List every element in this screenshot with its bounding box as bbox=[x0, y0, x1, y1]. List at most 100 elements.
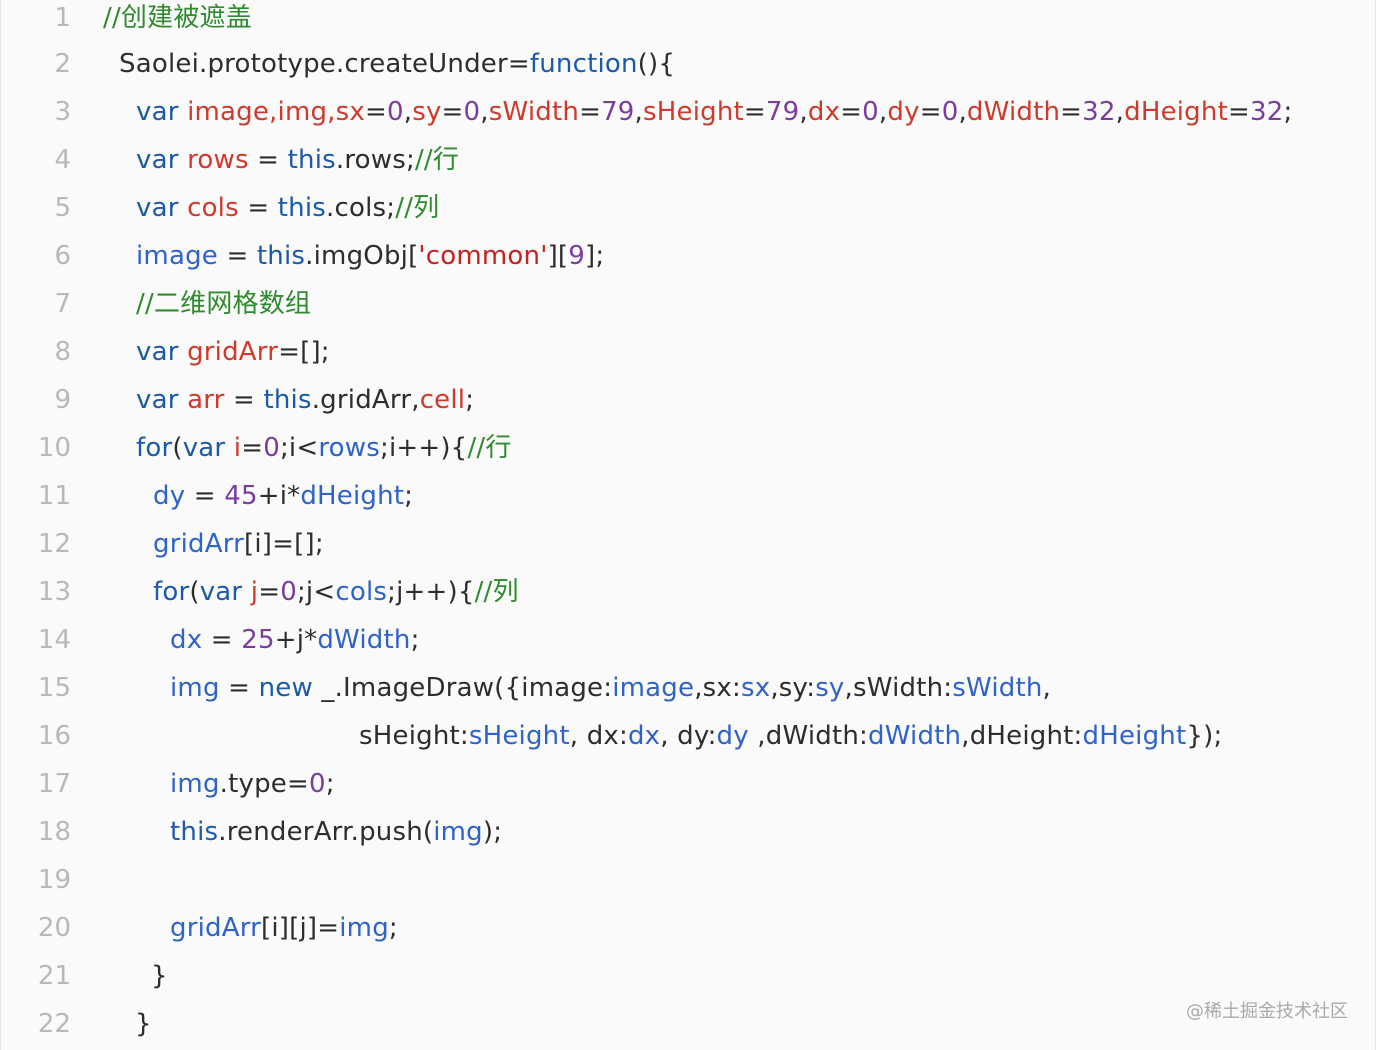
code-token-default: } bbox=[135, 1009, 152, 1039]
code-token-default: , bbox=[878, 97, 888, 127]
code-token-prop: img bbox=[433, 817, 483, 847]
code-token-keyword: new bbox=[258, 673, 313, 703]
code-token-keyword: var bbox=[136, 385, 188, 415]
line-code: } bbox=[151, 952, 168, 1000]
line-number: 15 bbox=[37, 673, 71, 703]
line-code: for(var i=0;i<rows;i++){//行 bbox=[136, 424, 512, 472]
code-token-var: arr bbox=[187, 385, 225, 415]
line-code: dy = 45+i*dHeight; bbox=[153, 472, 413, 520]
code-token-default: Saolei.prototype.createUnder= bbox=[119, 49, 530, 79]
code-token-keyword: var bbox=[136, 337, 188, 367]
code-token-default: } bbox=[151, 961, 168, 991]
line-number: 19 bbox=[37, 865, 71, 895]
line-number: 5 bbox=[54, 193, 71, 223]
code-token-prop: img bbox=[339, 913, 389, 943]
code-token-default: .rows; bbox=[335, 145, 415, 175]
code-token-default: ; bbox=[388, 913, 398, 943]
code-token-default: ,sy: bbox=[770, 673, 816, 703]
code-token-var: cell bbox=[419, 385, 466, 415]
code-token-default: , dx: bbox=[569, 721, 628, 751]
code-token-prop: dx bbox=[170, 625, 203, 655]
code-token-keyword: this bbox=[256, 241, 306, 271]
code-token-default: , bbox=[634, 97, 644, 127]
code-token-keyword: for bbox=[136, 433, 173, 463]
code-token-default: ; bbox=[1283, 97, 1293, 127]
line-code: var cols = this.cols;//列 bbox=[136, 184, 439, 232]
code-token-keyword: var bbox=[136, 145, 188, 175]
line-code: var gridArr=[]; bbox=[136, 328, 330, 376]
code-token-default: .gridArr, bbox=[311, 385, 420, 415]
code-token-default: .renderArr.push( bbox=[218, 817, 434, 847]
code-token-number: 0 bbox=[309, 769, 326, 799]
code-token-default: =[]; bbox=[278, 337, 330, 367]
code-token-prop: dx bbox=[627, 721, 661, 751]
code-token-default: ][ bbox=[547, 241, 569, 271]
code-token-prop: sy bbox=[815, 673, 845, 703]
line-code: sHeight:sHeight, dx:dx, dy:dy ,dWidth:dW… bbox=[359, 712, 1222, 760]
code-token-default: , dy: bbox=[660, 721, 717, 751]
code-token-default: [i][j]= bbox=[261, 913, 340, 943]
code-token-default: [i]=[]; bbox=[244, 529, 324, 559]
code-token-number: 45 bbox=[224, 481, 258, 511]
line-number: 13 bbox=[37, 577, 71, 607]
code-token-var: i bbox=[233, 433, 242, 463]
code-token-default: , bbox=[958, 97, 967, 127]
code-token-prop: image bbox=[612, 673, 695, 703]
code-token-default: , bbox=[1115, 97, 1125, 127]
line-number: 20 bbox=[37, 913, 71, 943]
code-token-default: = bbox=[202, 625, 242, 655]
line-number: 3 bbox=[54, 97, 71, 127]
code-line: 2 Saolei.prototype.createUnder=function()… bbox=[1, 40, 1371, 88]
line-code: } bbox=[135, 1000, 152, 1048]
code-token-default: _.ImageDraw({image: bbox=[312, 673, 613, 703]
code-line: 21} bbox=[1, 952, 1371, 1000]
code-token-default: (){ bbox=[637, 49, 676, 79]
code-line: 3 var image,img,sx=0,sy=0,sWidth=79,sHeig… bbox=[1, 88, 1371, 136]
code-token-number: 0 bbox=[463, 97, 481, 127]
code-token-default: ; bbox=[404, 481, 414, 511]
code-token-prop: gridArr bbox=[153, 529, 245, 559]
code-token-prop: sx bbox=[740, 673, 771, 703]
code-token-var: dWidth bbox=[966, 97, 1061, 127]
code-token-default: }); bbox=[1186, 721, 1223, 751]
code-token-default: sHeight: bbox=[359, 721, 469, 751]
code-token-default: .type= bbox=[219, 769, 309, 799]
code-token-default: ]; bbox=[585, 241, 605, 271]
code-token-default: = bbox=[579, 97, 602, 127]
line-code: for(var j=0;j<cols;j++){//列 bbox=[153, 568, 519, 616]
line-code: var image,img,sx=0,sy=0,sWidth=79,sHeigh… bbox=[136, 88, 1292, 136]
watermark: @稀土掘金技术社区 bbox=[1186, 1001, 1348, 1022]
code-token-prop: dWidth bbox=[867, 721, 962, 751]
code-token-default: = bbox=[364, 97, 387, 127]
line-number: 2 bbox=[54, 49, 71, 79]
code-token-prop: sHeight bbox=[468, 721, 570, 751]
line-number: 18 bbox=[37, 817, 71, 847]
code-token-default: ; bbox=[410, 625, 420, 655]
line-number: 1 bbox=[54, 3, 71, 33]
line-number: 8 bbox=[54, 337, 71, 367]
code-token-default: ( bbox=[189, 577, 200, 607]
code-token-default: = bbox=[219, 673, 259, 703]
line-code: //创建被遮盖 bbox=[103, 0, 252, 42]
code-token-keyword: var bbox=[182, 433, 234, 463]
code-token-default: = bbox=[1227, 97, 1250, 127]
code-token-var: dHeight bbox=[1124, 97, 1228, 127]
line-code: gridArr[i]=[]; bbox=[153, 520, 324, 568]
code-token-default: ( bbox=[172, 433, 183, 463]
code-token-comment: //列 bbox=[474, 577, 519, 607]
code-token-number: 0 bbox=[386, 97, 404, 127]
line-number: 9 bbox=[54, 385, 71, 415]
code-token-var: gridArr bbox=[187, 337, 279, 367]
line-number: 14 bbox=[37, 625, 71, 655]
code-token-keyword: function bbox=[529, 49, 638, 79]
code-token-prop: img bbox=[170, 769, 220, 799]
code-token-default: = bbox=[840, 97, 863, 127]
code-line: 13 for(var j=0;j<cols;j++){//列 bbox=[1, 568, 1371, 616]
code-token-var: dy bbox=[887, 97, 920, 127]
